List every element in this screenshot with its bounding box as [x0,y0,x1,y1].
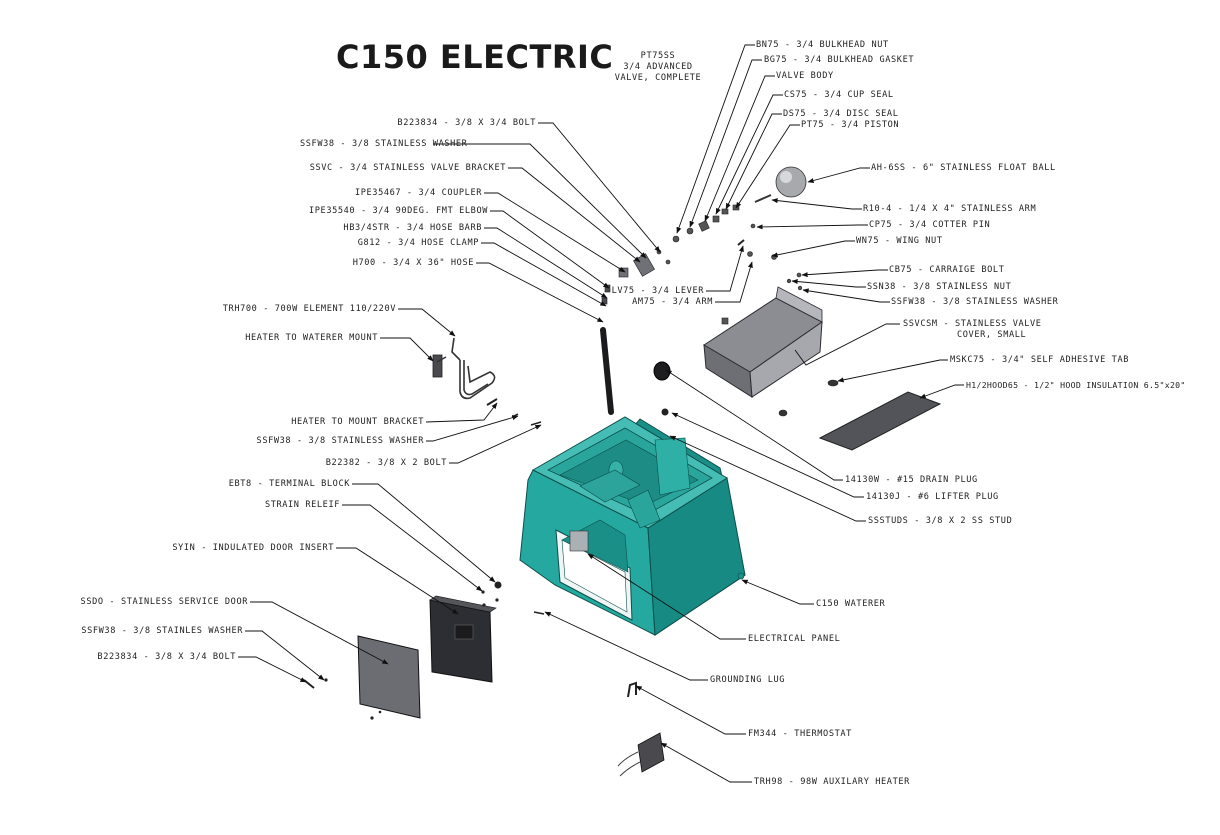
part-label-mskc75: MSKC75 - 3/4" SELF ADHESIVE TAB [950,355,1129,365]
leader-lines [238,44,964,783]
part-label-syin: SYIN - INDULATED DOOR INSERT [172,543,334,553]
part-label-lifter-plug: 14130J - #6 LIFTER PLUG [866,492,999,502]
part-label-heater-mount: HEATER TO WATERER MOUNT [245,333,378,343]
part-label-b22382: B22382 - 3/8 X 2 BOLT [325,458,447,468]
part-label-hb3: HB3/4STR - 3/4 HOSE BARB [343,223,482,233]
waterer-body [519,416,746,636]
part-label-valve-body: VALVE BODY [776,71,834,81]
hose [600,327,614,415]
heater-element [432,337,542,426]
part-label-ssvcsm-line-1: SSVCSM - STAINLESS VALVE [903,319,1042,329]
part-label-ssvcsm: SSVCSM - STAINLESS VALVE COVER, SMALL [903,319,1042,341]
part-label-pt75: PT75 - 3/4 PISTON [801,120,900,130]
part-label-grounding-lug: GROUNDING LUG [710,675,786,685]
part-label-ipe35467: IPE35467 - 3/4 COUPLER [354,188,482,198]
assembly-note-line-1: PT75SS [640,51,676,61]
part-label-drain-plug: 14130W - #15 DRAIN PLUG [845,475,978,485]
part-label-ds75: DS75 - 3/4 DISC SEAL [783,109,899,119]
valve-cover [703,286,823,398]
part-label-am75: AM75 - 3/4 ARM [632,297,713,307]
part-label-ebt8: EBT8 - TERMINAL BLOCK [228,479,350,489]
part-label-h700: H700 - 3/4 X 36" HOSE [352,258,474,268]
part-label-lv75: LV75 - 3/4 LEVER [611,286,704,296]
part-label-bg75: BG75 - 3/4 BULKHEAD GASKET [764,55,915,65]
assembly-note-line-2: 3/4 ADVANCED [623,62,693,72]
part-label-ssvc: SSVC - 3/4 STAINLESS VALVE BRACKET [309,163,506,173]
part-label-ipe35540: IPE35540 - 3/4 90DEG. FMT ELBOW [309,206,488,216]
lifter-plug [661,408,669,416]
part-label-r10-4: R10-4 - 1/4 X 4" STAINLESS ARM [863,204,1037,214]
part-label-wn75: WN75 - WING NUT [856,236,943,246]
part-label-g812: G812 - 3/4 HOSE CLAMP [357,238,479,248]
part-label-ah6ss: AH-6SS - 6" STAINLESS FLOAT BALL [871,163,1056,173]
assembly-note: PT75SS 3/4 ADVANCED VALVE, COMPLETE [610,51,706,84]
part-label-fm344: FM344 - THERMOSTAT [748,729,852,739]
part-label-ssdo: SSDO - STAINLESS SERVICE DOOR [80,597,248,607]
drawing-title: C150 ELECTRIC [336,38,614,76]
part-label-trh700: TRH700 - 700W ELEMENT 110/220V [222,304,396,314]
part-label-ssfw38-top: SSFW38 - 3/8 STAINLESS WASHER [300,139,468,149]
hood-insulation [818,391,942,451]
part-label-c150-waterer: C150 WATERER [816,599,886,609]
part-label-ssfw38-bottom: SSFW38 - 3/8 STAINLES WASHER [81,626,243,636]
part-label-heater-bracket: HEATER TO MOUNT BRACKET [291,417,424,427]
part-label-b223834-top: B223834 - 3/8 X 3/4 BOLT [397,118,536,128]
part-label-ssn38: SSN38 - 3/8 STAINLESS NUT [867,282,1012,292]
part-label-bn75: BN75 - 3/4 BULKHEAD NUT [756,40,889,50]
part-label-cs75: CS75 - 3/4 CUP SEAL [784,90,894,100]
part-label-ssfw38-right: SSFW38 - 3/8 STAINLESS WASHER [891,297,1059,307]
service-door-parts [303,581,545,720]
part-label-cp75: CP75 - 3/4 COTTER PIN [869,220,991,230]
part-label-ssfw38-mid: SSFW38 - 3/8 STAINLESS WASHER [256,436,424,446]
part-label-electrical-panel: ELECTRICAL PANEL [748,634,841,644]
part-label-ssvcsm-line-2: COVER, SMALL [957,330,1027,340]
part-label-hood-insulation: H1/2HOOD65 - 1/2" HOOD INSULATION 6.5"x2… [966,380,1186,390]
float-ball [775,166,807,198]
part-label-b223834-bottom: B223834 - 3/8 X 3/4 BOLT [97,652,236,662]
part-label-sssstuds: SSSTUDS - 3/8 X 2 SS STUD [868,516,1013,526]
part-label-trh98: TRH98 - 98W AUXILARY HEATER [754,777,910,787]
thermostat-and-aux-heater [617,681,665,777]
part-label-cb75: CB75 - CARRAIGE BOLT [889,265,1005,275]
part-label-strain-relief: STRAIN RELEIF [264,500,340,510]
assembly-note-line-3: VALVE, COMPLETE [614,73,702,83]
